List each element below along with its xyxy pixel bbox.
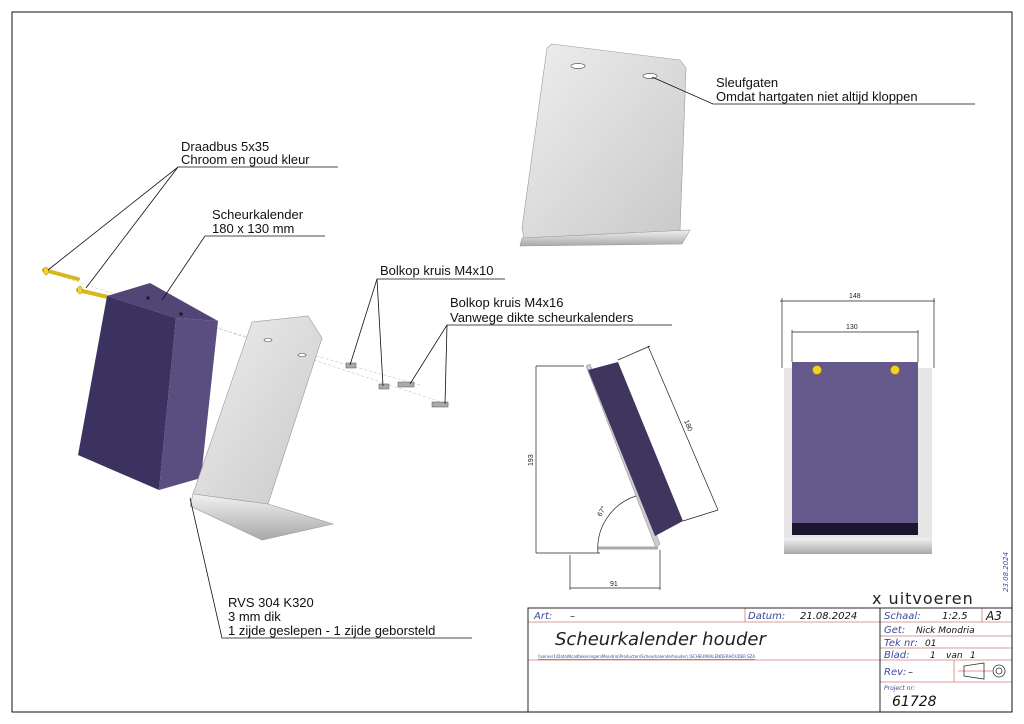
annotations-scheurkalender-line1: Scheurkalender <box>212 207 304 222</box>
annotations-material-line2: 3 mm dik <box>228 609 281 624</box>
title-block-blad-value: 1 <box>930 651 936 661</box>
sheet-border <box>11 11 1013 713</box>
annotations-bolkop-m4x16-line2: Vanwege dikte scheurkalenders <box>450 310 634 325</box>
quantity-note: x uitvoeren <box>872 589 974 608</box>
annotations-scheurkalender-line2: 180 x 130 mm <box>212 221 294 236</box>
annotations-sleufgaten-line1: Sleufgaten <box>716 75 778 90</box>
stand-plate-exploded <box>189 315 335 541</box>
dimensions-side-length: 180 <box>682 419 693 433</box>
drawing-title: Scheurkalender houder <box>555 629 768 650</box>
annotation-sleufgaten: Sleufgaten Omdat hartgaten niet altijd k… <box>651 75 975 105</box>
annotations-material-line1: RVS 304 K320 <box>228 595 314 610</box>
title-block-blad-total: 1 <box>970 651 976 661</box>
title-block-project-label: Project nr: <box>884 685 915 692</box>
dimensions-front-outer-width: 148 <box>849 293 861 300</box>
title-block: Art: – Datum: 21.08.2024 Scheurkalender … <box>527 607 1013 713</box>
side-view: 193 180 91 67° <box>528 345 719 590</box>
screws <box>345 362 449 408</box>
annotations-bolkop-m4x10-line1: Bolkop kruis M4x10 <box>380 263 493 278</box>
title-block-project-value: 61728 <box>892 694 937 710</box>
dimensions-side-angle: 67° <box>596 505 608 518</box>
annotations-material-line3: 1 zijde geslepen - 1 zijde geborsteld <box>228 623 435 638</box>
annotations-draadbus-line2: Chroom en goud kleur <box>181 152 310 167</box>
annotation-draadbus: Draadbus 5x35 Chroom en goud kleur <box>47 139 338 289</box>
title-block-format: A3 <box>985 609 1002 623</box>
title-block-blad-label: Blad: <box>884 650 909 661</box>
title-block-get-label: Get: <box>884 625 905 636</box>
exploded-view <box>42 266 451 541</box>
title-block-rev-value: – <box>908 667 913 678</box>
dimensions-side-height: 193 <box>528 454 535 466</box>
slot-hole-left <box>570 63 586 69</box>
title-block-get-value: Nick Mondria <box>916 626 975 636</box>
stand-iso-view-top <box>519 43 691 247</box>
annotation-bolkop-m4x16: Bolkop kruis M4x16 Vanwege dikte scheurk… <box>409 295 672 405</box>
dimensions-front-inner-width: 130 <box>846 324 858 331</box>
dimensions-side-base: 91 <box>610 581 618 588</box>
annotation-scheurkalender: Scheurkalender 180 x 130 mm <box>161 207 325 301</box>
title-block-tek-label: Tek nr: <box>884 638 918 649</box>
annotation-material: RVS 304 K320 3 mm dik 1 zijde geslepen -… <box>189 497 472 639</box>
title-block-datum-value: 21.08.2024 <box>800 611 857 622</box>
calendar-block <box>78 283 218 490</box>
slot-hole-right <box>642 73 658 79</box>
title-block-schaal-value: 1:2.5 <box>942 611 968 622</box>
annotations-sleufgaten-line2: Omdat hartgaten niet altijd kloppen <box>716 89 918 104</box>
front-view: 148 130 <box>780 293 935 554</box>
title-block-art-label: Art: <box>533 611 552 622</box>
title-block-tek-value: 01 <box>925 639 936 649</box>
annotations-bolkop-m4x16-line1: Bolkop kruis M4x16 <box>450 295 563 310</box>
title-block-rev-label: Rev: <box>884 667 906 678</box>
file-path: \\server1\Data\Ncadtekeningen\Mondria\Pr… <box>538 654 755 659</box>
title-block-blad-of: van <box>946 651 963 661</box>
title-block-art-value: – <box>570 611 575 622</box>
title-block-datum-label: Datum: <box>748 611 785 622</box>
title-block-schaal-label: Schaal: <box>884 611 921 622</box>
annotation-bolkop-m4x10: Bolkop kruis M4x10 <box>349 263 505 387</box>
projection-symbol-icon <box>958 662 1006 680</box>
annotations-draadbus-line1: Draadbus 5x35 <box>181 139 269 154</box>
threaded-bush-bolt <box>42 266 114 300</box>
side-date: 23.08.2024 <box>1002 552 1010 592</box>
